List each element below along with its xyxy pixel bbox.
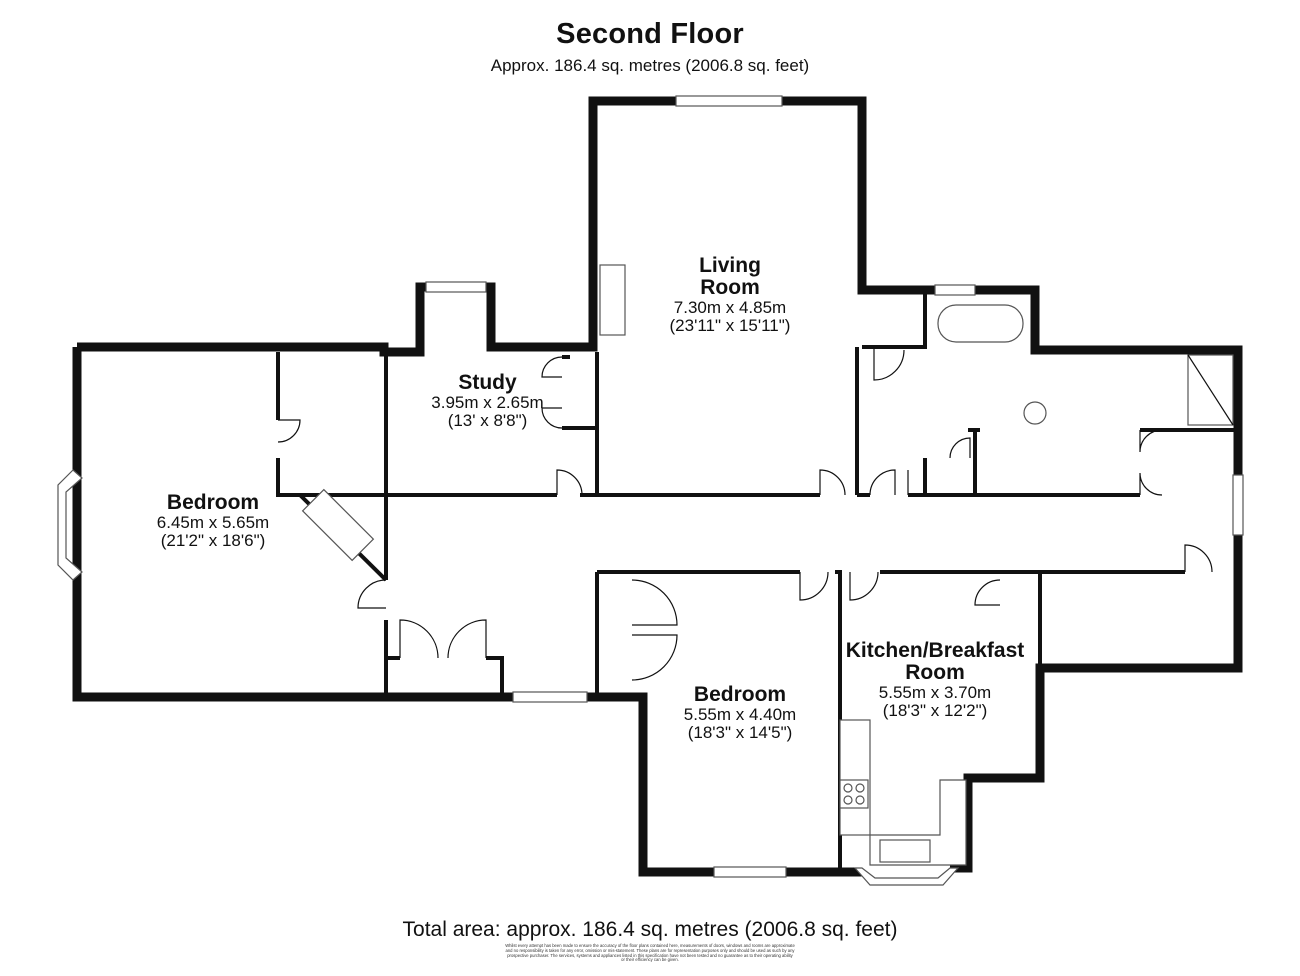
room-study: Study 3.95m x 2.65m (13' x 8'8") [405,371,570,430]
plan-title: Second Floor [556,18,744,50]
room-name: Room [905,661,965,685]
fireplace-hearth [599,264,626,336]
room-dimensions-imperial: (23'11" x 15'11") [669,315,791,335]
room-dimensions-imperial: (18'3" x 12'2") [882,700,988,720]
doors [277,347,1213,681]
room-name: Kitchen/Breakfast [845,639,1025,662]
room-dimensions-imperial: (18'3" x 14'5") [687,722,793,742]
bath-icon [937,304,1024,343]
room-bedroom-2: Bedroom 5.55m x 4.40m (18'3" x 14'5") [645,683,835,742]
room-bedroom-1: Bedroom 6.45m x 5.65m (21'2" x 18'6") [118,491,308,550]
room-name: Bedroom [693,683,787,706]
room-dimensions-metric: 7.30m x 4.85m [673,298,787,318]
room-dimensions-metric: 5.55m x 4.40m [683,705,797,725]
hob-icon [839,779,869,809]
room-name: Living [699,254,761,277]
room-dimensions-imperial: (13' x 8'8") [447,410,528,430]
exterior-walls [72,96,1243,877]
sink-icon [879,839,931,863]
interior-walls [276,290,1238,872]
basin-icon [1023,401,1047,425]
room-dimensions-metric: 5.55m x 3.70m [878,683,992,703]
room-living-room: Living Room 7.30m x 4.85m (23'11" x 15'1… [630,254,830,335]
room-name: Room [700,276,760,300]
windows [57,95,1244,886]
fixtures [301,264,1234,866]
kitchen-worktop [839,719,871,836]
total-area: Total area: approx. 186.4 sq. metres (20… [402,918,898,941]
room-name: Bedroom [166,491,260,514]
disclaimer-text: Whilst every attempt has been made to en… [505,943,795,963]
fitted-unit [301,488,375,562]
room-dimensions-metric: 6.45m x 5.65m [156,513,270,533]
room-dimensions-metric: 3.95m x 2.65m [431,393,544,413]
room-name: Study [458,371,517,394]
room-kitchen-breakfast: Kitchen/Breakfast Room 5.55m x 3.70m (18… [835,639,1035,720]
plan-subtitle: Approx. 186.4 sq. metres (2006.8 sq. fee… [490,56,810,75]
room-dimensions-imperial: (21'2" x 18'6") [160,530,266,550]
